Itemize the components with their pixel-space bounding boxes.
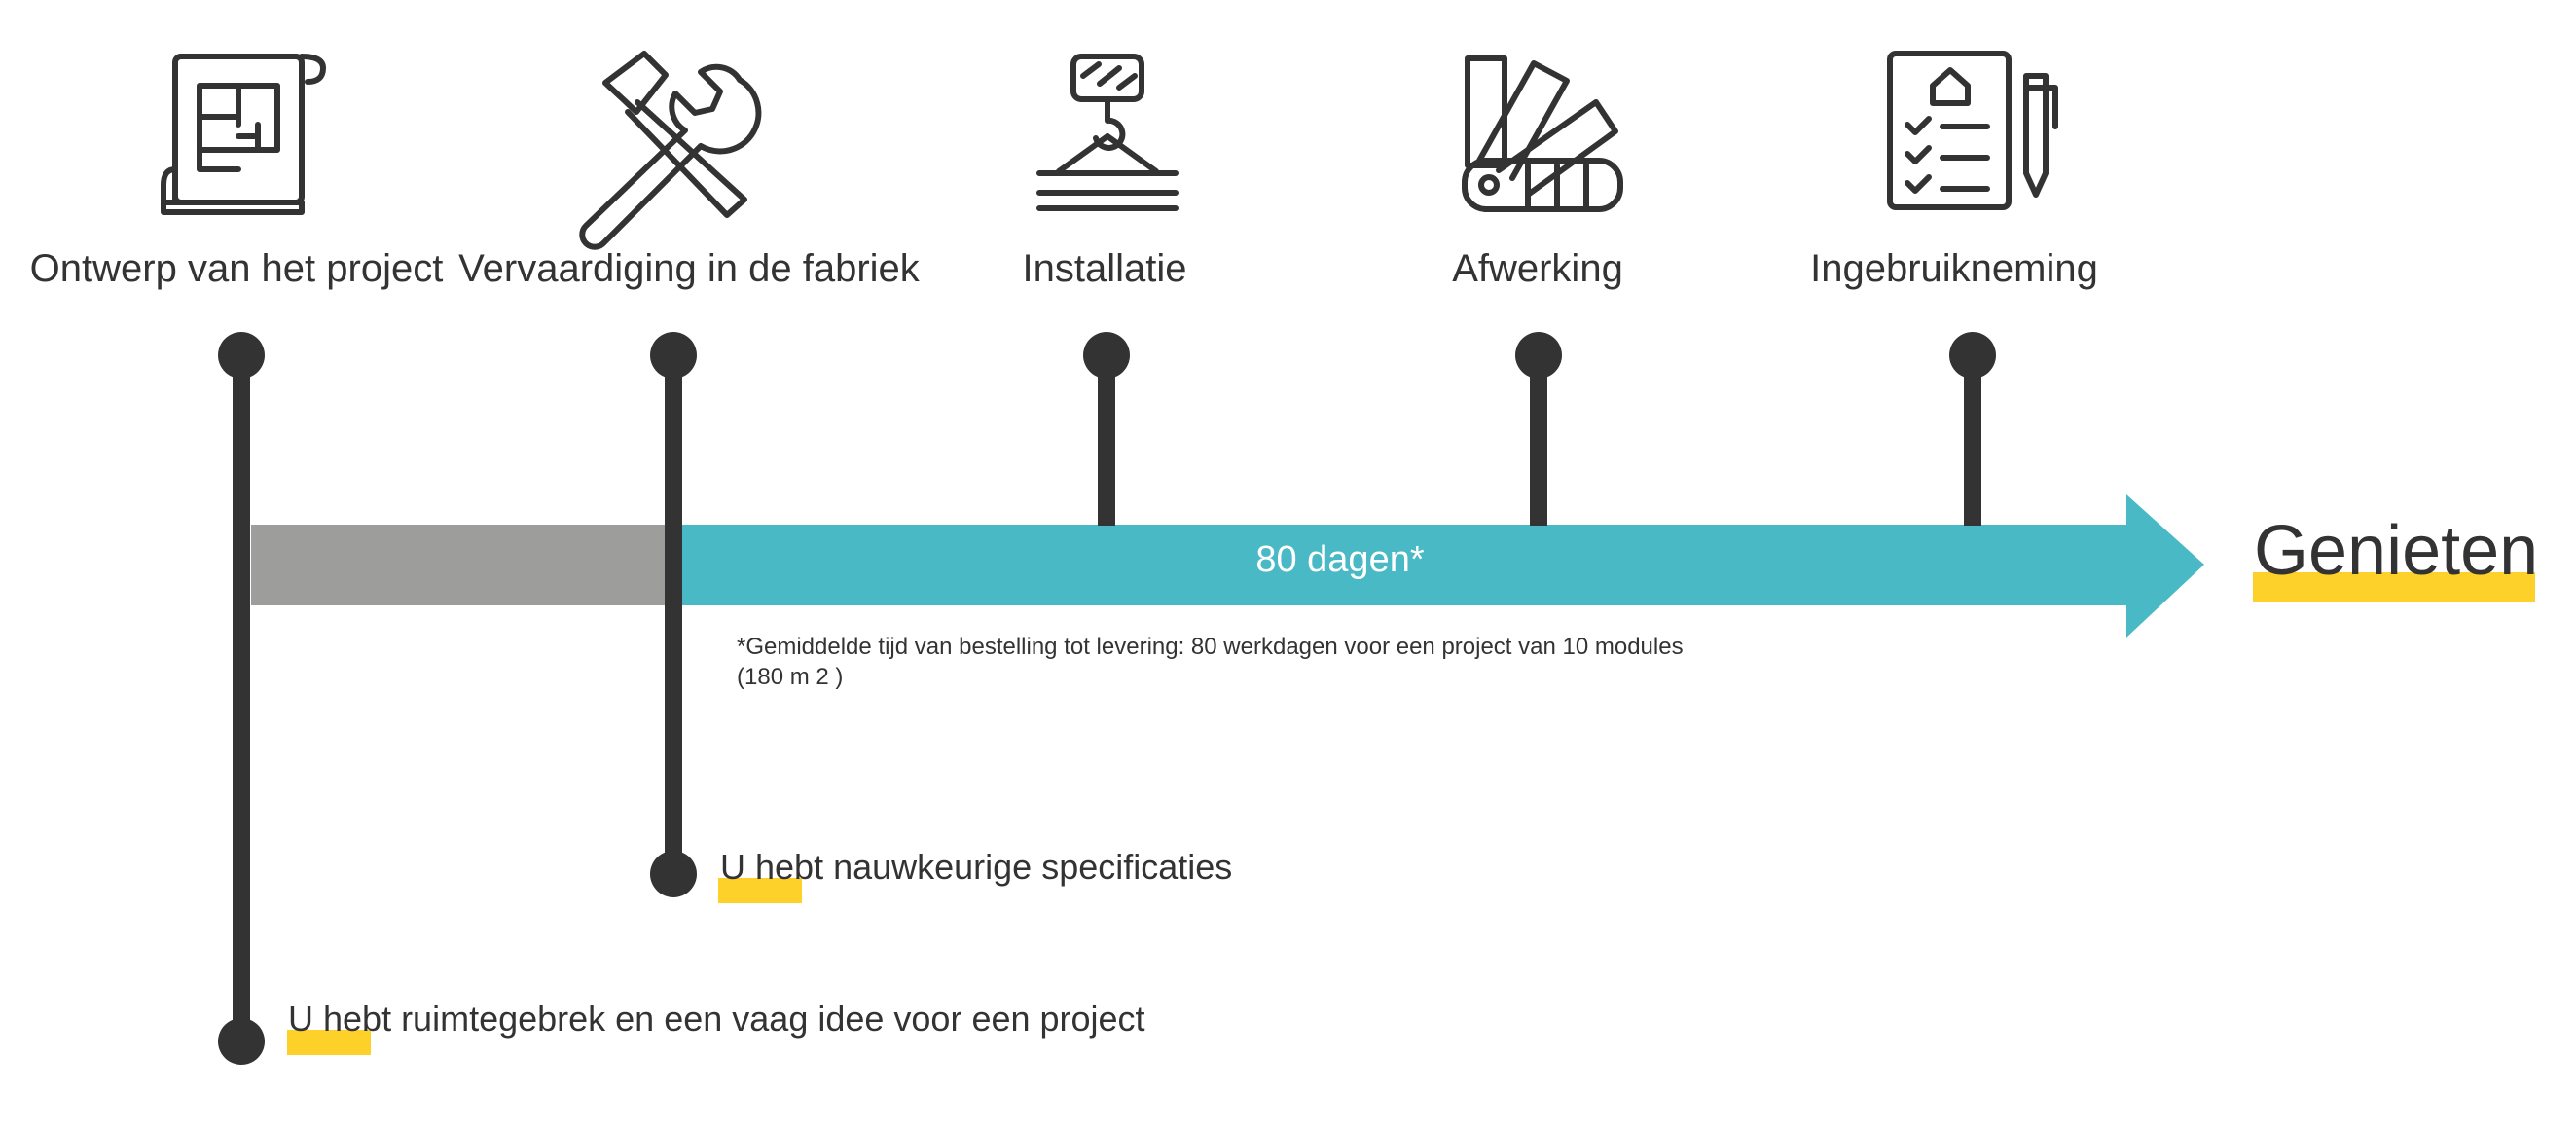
duration-label: 80 dagen* bbox=[1255, 539, 1424, 580]
timeline-arrow bbox=[681, 494, 2204, 638]
genieten-highlight bbox=[2253, 572, 2535, 602]
crane-hook-icon bbox=[1036, 54, 1179, 211]
milestone-specificaties: U hebt nauwkeurige specificaties bbox=[720, 847, 1232, 887]
pin-dot-afwerking bbox=[1515, 332, 1562, 379]
stage-label-installatie: Installatie bbox=[1023, 247, 1187, 290]
milestone-highlight-specificaties bbox=[718, 878, 802, 903]
pin-dot-ontwerp-top bbox=[218, 332, 265, 379]
stage-label-ingebruikneming: Ingebruikneming bbox=[1810, 247, 2098, 290]
end-label: Genieten bbox=[2254, 512, 2538, 590]
milestone-ruimtegebrek: U hebt ruimtegebrek en een vaag idee voo… bbox=[288, 999, 1145, 1039]
preparation-bar bbox=[251, 525, 675, 605]
pin-dot-ontwerp-bottom bbox=[218, 1018, 265, 1065]
milestone-highlight-ruimtegebrek bbox=[287, 1030, 371, 1055]
stage-label-ontwerp: Ontwerp van het project bbox=[30, 247, 444, 290]
pin-dot-installatie bbox=[1083, 332, 1130, 379]
hammer-wrench-icon bbox=[579, 51, 762, 250]
footnote-line-1: *Gemiddelde tijd van bestelling tot leve… bbox=[737, 634, 1684, 660]
blueprint-icon bbox=[161, 54, 326, 215]
pin-dot-vervaardiging-bottom bbox=[650, 851, 697, 897]
pin-dot-ingebruikneming bbox=[1949, 332, 1996, 379]
stage-label-vervaardiging: Vervaardiging in de fabriek bbox=[458, 247, 921, 290]
checklist-pen-icon bbox=[1887, 51, 2058, 210]
footnote-line-2: (180 m 2 ) bbox=[737, 664, 843, 690]
stage-label-afwerking: Afwerking bbox=[1452, 247, 1623, 290]
color-swatch-fan-icon bbox=[1462, 55, 1623, 212]
pin-dot-vervaardiging-top bbox=[650, 332, 697, 379]
